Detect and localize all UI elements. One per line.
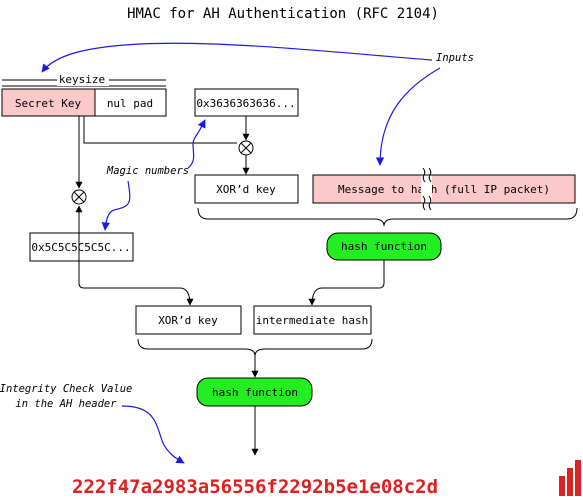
red-bar-logo-icon [559,460,581,496]
xor-inner-icon [238,140,254,156]
message-box [312,174,576,204]
key-to-inner-xor-line [83,116,237,144]
message-label: Message to hash (full IP packet) [338,183,550,196]
outer-xor-key-box [135,305,242,335]
secret-key-box [1,88,96,117]
secret-key-label: Secret Key [15,97,82,110]
xor-outer-icon [71,189,87,205]
opad-box [29,232,134,262]
magic-to-opad-arrow [101,180,131,231]
message-break-icon [421,167,432,211]
intermediate-hash-label: intermediate hash [256,314,369,327]
inputs-to-key-arrow [41,42,433,73]
inner-hash-label: hash function [341,240,427,253]
outer-hash-label: hash function [212,386,298,399]
xor-to-outer-key-line [78,206,194,306]
nul-pad-box [94,88,167,117]
diagram-title: HMAC for AH Authentication (RFC 2104) [127,6,439,22]
icv-result: 222f47a2983a56556f2292b5e1e08c2d [72,476,438,498]
inputs-to-message-arrow [375,67,441,166]
ipad-label: 0x3636363636... [196,97,295,110]
outer-brace [137,338,373,357]
nul-pad-label: nul pad [107,97,153,110]
inner-xor-key-box [194,174,299,204]
inner-xor-key-label: XOR’d key [216,183,276,196]
outer-xor-key-label: XOR’d key [158,314,218,327]
inner-brace [197,207,578,227]
magic-to-ipad-arrow [187,119,206,169]
icv-to-result-arrow [121,405,185,464]
inputs-note: Inputs [436,52,474,64]
icv-note-line1: Integrity Check Value [0,383,132,395]
icv-note-line2: in the AH header [15,398,117,410]
opad-label: 0x5C5C5C5C5C... [31,241,130,254]
inner-hash-to-intermediate-line [308,260,385,306]
magic-numbers-note: Magic numbers [106,165,189,177]
keysize-label: keysize [59,73,105,86]
intermediate-hash-box [253,305,372,335]
